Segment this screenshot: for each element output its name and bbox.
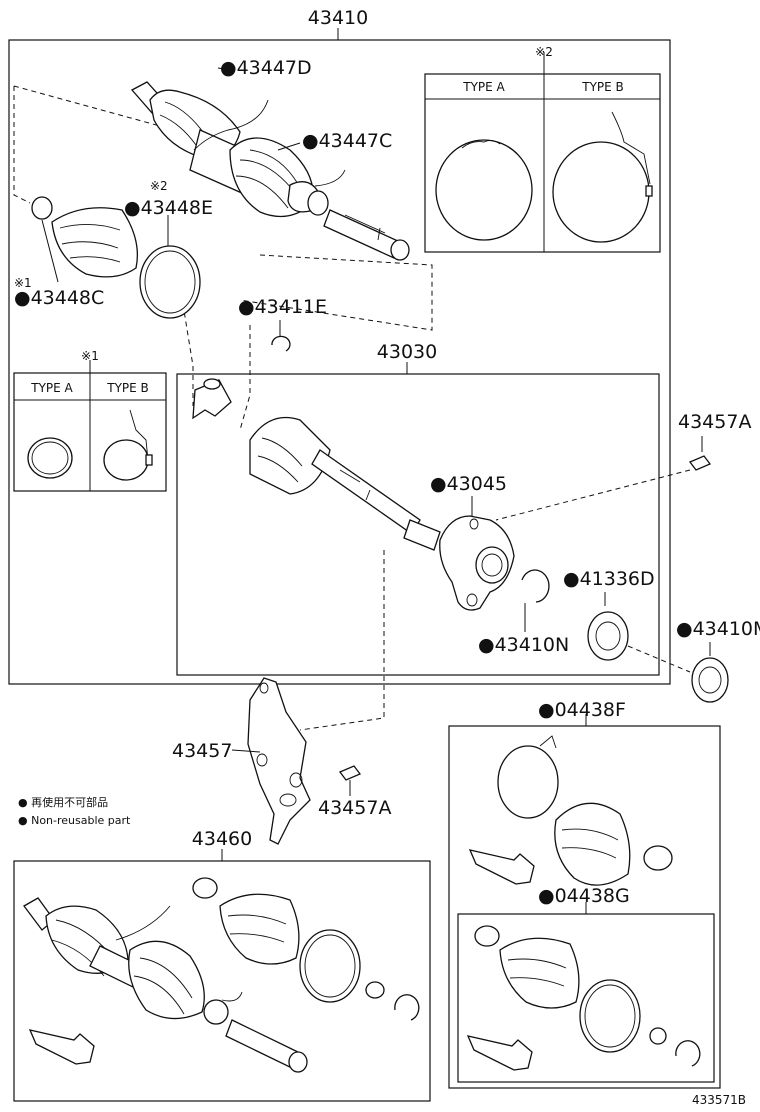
inboard-joint-43030 bbox=[192, 378, 441, 551]
clamp-small-type-b bbox=[103, 439, 149, 481]
boot-kit-04438F bbox=[468, 735, 673, 886]
label-43457A-top: 43457A bbox=[678, 411, 751, 433]
mark-1-boot: ※1 bbox=[14, 276, 32, 290]
band-clamp-type-b bbox=[552, 141, 650, 243]
boot-kit-left bbox=[31, 196, 201, 319]
label-43457: 43457 bbox=[172, 740, 232, 762]
label-41336D: ●41336D bbox=[563, 568, 655, 590]
label-43410N: ●43410N bbox=[478, 634, 569, 656]
bearing-bracket-43045 bbox=[439, 515, 515, 611]
type-table-left: TYPE A TYPE B ※1 bbox=[13, 349, 167, 492]
label-43448C: ●43448C bbox=[14, 287, 104, 309]
legend-english: ● Non-reusable part bbox=[18, 814, 131, 827]
oil-seal-41336D bbox=[587, 611, 629, 661]
label-43447D: ●43447D bbox=[220, 57, 312, 79]
label-43460: 43460 bbox=[192, 828, 252, 850]
boot-kit-04438G bbox=[466, 925, 701, 1071]
label-04438F: ●04438F bbox=[538, 699, 626, 721]
type-table-top: TYPE A TYPE B ※2 bbox=[424, 45, 661, 253]
mark-2-top: ※2 bbox=[535, 45, 553, 59]
diagram-id: 433571B bbox=[692, 1093, 746, 1107]
bolt-43457A-bottom bbox=[338, 765, 362, 781]
assembly-43030-box bbox=[176, 373, 660, 676]
bolt-43457A-top bbox=[688, 455, 712, 471]
type-a-header: TYPE A bbox=[462, 80, 505, 94]
mark-1-box: ※1 bbox=[81, 349, 99, 363]
clamp-small-type-a bbox=[27, 437, 73, 479]
label-43411E: ●43411E bbox=[238, 296, 327, 318]
label-43447C: ●43447C bbox=[302, 130, 392, 152]
oil-seal-43410M bbox=[691, 657, 729, 703]
boot-kit-43460 bbox=[28, 877, 420, 1065]
label-04438G: ●04438G bbox=[538, 885, 630, 907]
bracket-43457 bbox=[247, 677, 311, 845]
assembly-43410-box bbox=[8, 39, 671, 685]
band-clamp-type-a bbox=[435, 139, 533, 241]
type-b-header-left: TYPE B bbox=[106, 381, 149, 395]
legend-japanese: ● 再使用不可部品 bbox=[18, 795, 108, 809]
type-b-header: TYPE B bbox=[581, 80, 624, 94]
snap-ring-43410N bbox=[521, 569, 550, 603]
assembly-43460-box bbox=[13, 860, 431, 1102]
mark-2-boot: ※2 bbox=[150, 179, 168, 193]
drive-shaft-assembly-top bbox=[130, 81, 410, 261]
drive-shaft-assembly-bottom bbox=[23, 897, 308, 1073]
boot-kit-04438F-box bbox=[448, 725, 721, 1089]
label-43448E: ●43448E bbox=[124, 197, 213, 219]
label-43045: ●43045 bbox=[430, 473, 507, 495]
label-43030: 43030 bbox=[377, 341, 437, 363]
label-43410M: ●43410M bbox=[676, 618, 760, 640]
type-a-header-left: TYPE A bbox=[30, 381, 73, 395]
label-43457A-bottom: 43457A bbox=[318, 797, 391, 819]
label-43410: 43410 bbox=[308, 7, 368, 29]
